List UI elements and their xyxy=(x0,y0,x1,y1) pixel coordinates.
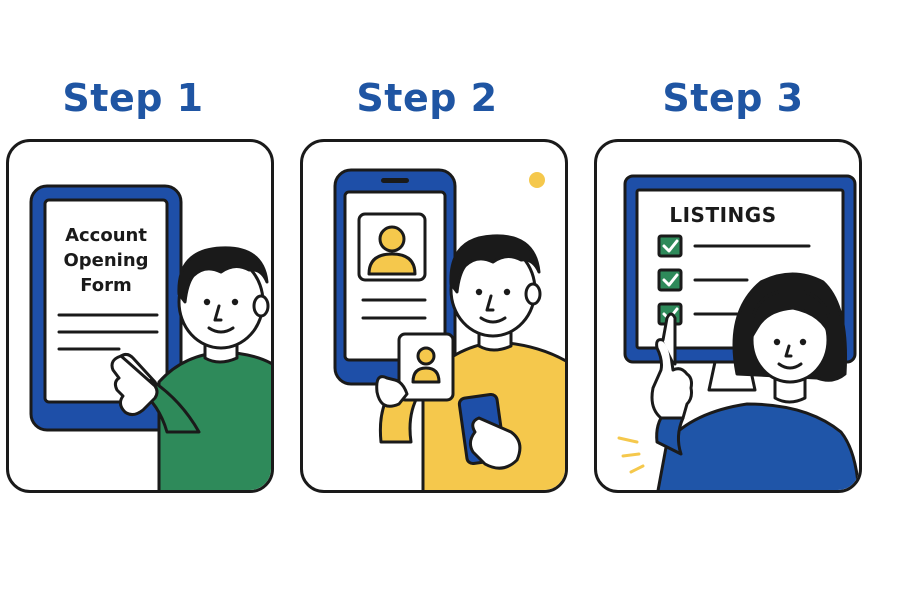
person-ear xyxy=(524,282,542,306)
avatar-icon xyxy=(357,212,427,282)
step-1-panel: Account Opening Form xyxy=(6,139,274,493)
step-3-illustration: LISTINGS xyxy=(617,174,859,490)
person-left-hand xyxy=(375,375,409,408)
step-2-panel xyxy=(300,139,568,493)
person-hair xyxy=(449,234,541,294)
phone-speaker xyxy=(381,178,409,183)
step-2-illustration xyxy=(333,168,565,490)
person-eye xyxy=(773,338,781,346)
person-ear xyxy=(252,294,270,318)
id-card-icon xyxy=(397,332,455,402)
person-nose xyxy=(784,344,793,358)
hand-pointing-icon xyxy=(110,352,159,417)
step-3-panel: LISTINGS xyxy=(594,139,862,493)
spark-line xyxy=(621,452,641,458)
listings-heading: LISTINGS xyxy=(669,203,776,227)
spark-line xyxy=(629,464,645,474)
step-1-illustration: Account Opening Form xyxy=(29,184,271,490)
person-eye xyxy=(231,298,239,306)
step-3-title: Step 3 xyxy=(662,76,804,120)
step-1-title: Step 1 xyxy=(62,76,204,120)
person-smile xyxy=(777,362,803,370)
person-hair xyxy=(177,246,269,304)
checkbox-icon xyxy=(657,234,683,258)
form-title-line-1: Account xyxy=(65,225,147,246)
person-smile xyxy=(207,326,235,334)
person-hair-fringe xyxy=(749,288,833,340)
form-title-line-2: Opening xyxy=(63,250,148,271)
person-nose xyxy=(485,294,495,312)
person-shirt xyxy=(656,402,859,490)
person-eye xyxy=(799,338,807,346)
person-smile xyxy=(479,316,507,324)
person-right-hand xyxy=(468,416,522,470)
tablet-screen xyxy=(43,198,169,404)
person-eye xyxy=(203,298,211,306)
person-nose xyxy=(213,304,223,322)
step-2-title: Step 2 xyxy=(356,76,498,120)
spark-line xyxy=(617,436,639,444)
person-eye xyxy=(475,288,483,296)
hand-pointing-icon xyxy=(650,312,693,420)
form-title-line-3: Form xyxy=(80,275,132,296)
checkbox-icon xyxy=(657,268,683,292)
decor-dot xyxy=(529,172,545,188)
person-eye xyxy=(503,288,511,296)
